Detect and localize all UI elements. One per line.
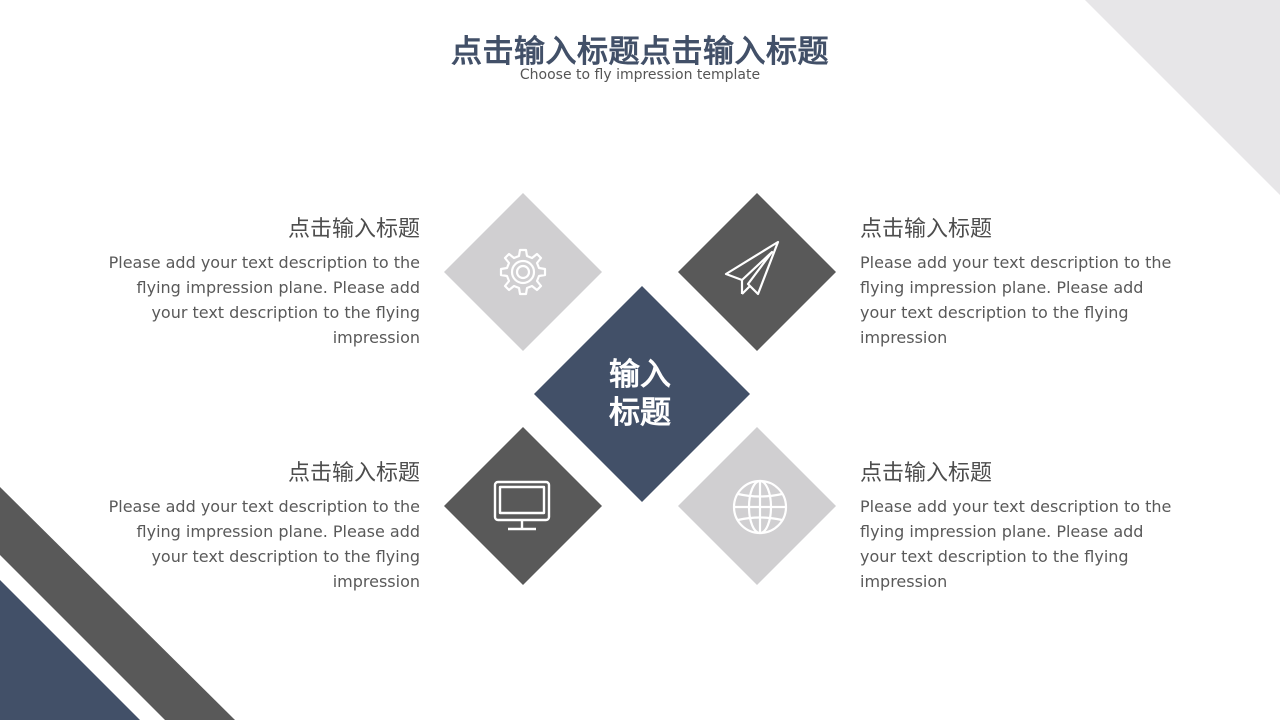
- gear-icon: [499, 248, 547, 296]
- diamond-center: [534, 286, 750, 502]
- page-subtitle: Choose to fly impression template: [519, 67, 761, 83]
- center-label-line-2: 标题: [609, 395, 671, 431]
- diamond-bottom-left: [444, 427, 602, 585]
- block-title: 点击输入标题: [860, 217, 993, 242]
- text-block-bottom-right: 点击输入标题 Please add your text description …: [860, 460, 1180, 594]
- text-block-bottom-left: 点击输入标题 Please add your text description …: [100, 460, 420, 594]
- block-title: 点击输入标题: [860, 461, 993, 486]
- center-label: 输入 标题: [590, 356, 690, 432]
- text-block-top-right: 点击输入标题 Please add your text description …: [860, 216, 1180, 350]
- corner-stripe-bottom-left: [0, 487, 235, 720]
- block-description: Please add your text description to the …: [860, 497, 1172, 591]
- block-description: Please add your text description to the …: [860, 253, 1172, 347]
- center-label-line-1: 输入: [609, 357, 671, 393]
- monitor-icon: [493, 480, 551, 531]
- block-description: Please add your text description to the …: [108, 253, 420, 347]
- corner-triangle-bottom-left: [0, 580, 140, 720]
- block-description: Please add your text description to the …: [108, 497, 420, 591]
- page-title: 点击输入标题点击输入标题: [451, 34, 829, 70]
- corner-triangle-top-right: [1085, 0, 1280, 195]
- diamond-top-left: [444, 193, 602, 351]
- paper-plane-icon: [724, 240, 780, 296]
- text-block-top-left: 点击输入标题 Please add your text description …: [100, 216, 420, 350]
- globe-icon: [732, 479, 788, 535]
- block-title: 点击输入标题: [287, 461, 420, 486]
- block-title: 点击输入标题: [287, 217, 420, 242]
